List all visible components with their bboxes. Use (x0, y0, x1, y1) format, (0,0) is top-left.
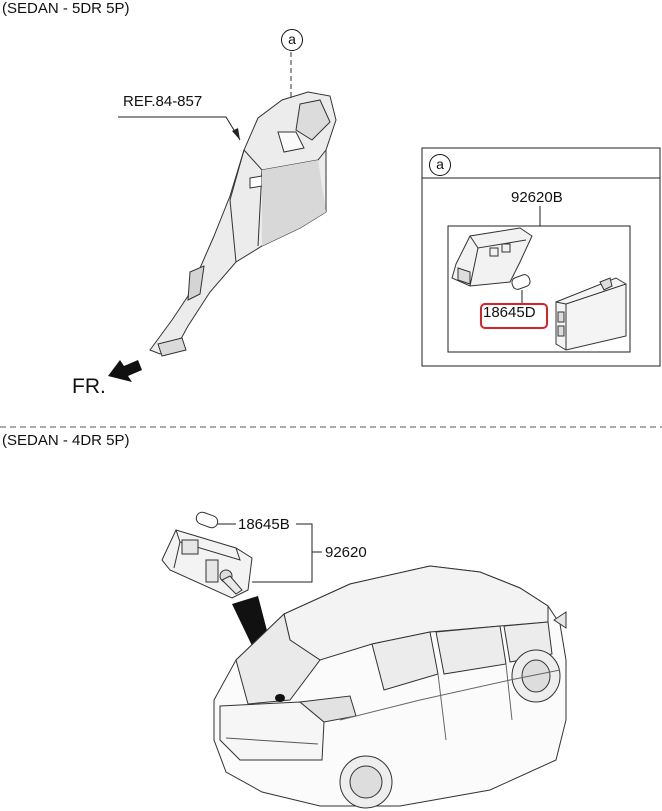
selected-part-highlight (480, 303, 548, 329)
bulb-18645d (511, 274, 531, 304)
part-number-92620[interactable]: 92620 (325, 544, 367, 561)
ref-leader (118, 116, 241, 141)
bulb-18645b (195, 511, 219, 529)
ref-label-84-857[interactable]: REF.84-857 (123, 93, 203, 110)
vehicle-rear-view (213, 565, 567, 809)
part-number-18645d[interactable]: 18645D (483, 304, 536, 321)
lamp-lens-detail (555, 277, 627, 351)
luggage-side-trim-panel (149, 91, 337, 357)
detail-box-a-marker: a (429, 154, 451, 176)
part-number-92620b[interactable]: 92620B (511, 189, 563, 206)
detail-box-a (421, 147, 661, 367)
assembly-box-92620b (447, 225, 631, 353)
front-direction-label: FR. (72, 375, 106, 398)
section-title-5dr: (SEDAN - 5DR 5P) (2, 0, 130, 17)
location-dot (275, 694, 285, 702)
section-title-4dr: (SEDAN - 4DR 5P) (2, 432, 130, 449)
ref-leader-arrow (232, 128, 240, 140)
leader-92620 (252, 523, 313, 583)
front-direction-arrow (108, 360, 142, 382)
callout-a-marker: a (281, 29, 303, 51)
lamp-housing-detail (451, 227, 533, 287)
lamp-assembly-92620 (161, 529, 253, 599)
trim-shading (262, 160, 326, 246)
part-number-18645b[interactable]: 18645B (238, 516, 290, 533)
